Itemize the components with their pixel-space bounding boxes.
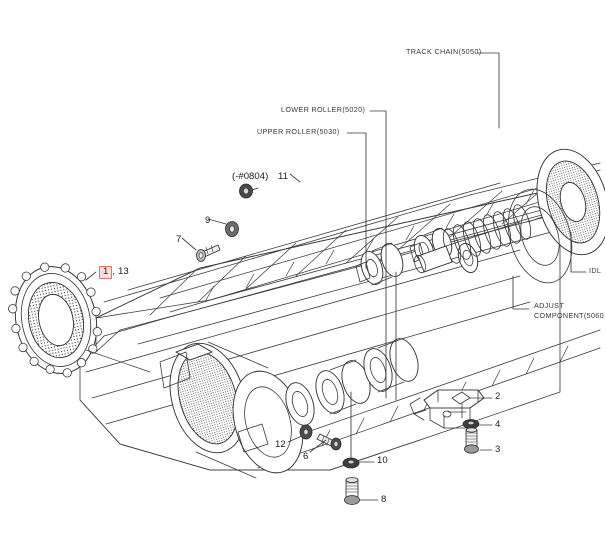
callout-6[interactable]: 6 xyxy=(303,451,309,462)
highlighted-part-number: 1 xyxy=(99,266,113,279)
callout-10[interactable]: 10 xyxy=(377,455,388,466)
fastener-9 xyxy=(225,221,239,237)
fastener-10 xyxy=(342,457,360,469)
label-upper-roller: UPPER ROLLER(5030) xyxy=(257,127,340,136)
callout-8[interactable]: 8 xyxy=(381,494,387,505)
track-frame-body xyxy=(79,162,601,471)
label-lower-roller: LOWER ROLLER(5020) xyxy=(281,105,366,114)
drive-sprocket xyxy=(8,262,151,378)
callout-11[interactable]: 11 xyxy=(278,171,288,182)
fastener-4 xyxy=(462,419,480,429)
rear-idler-wheel xyxy=(507,148,605,284)
callout-3[interactable]: 3 xyxy=(495,444,501,455)
fastener-6 xyxy=(316,433,342,451)
label-track-chain: TRACK CHAIN(5050) xyxy=(406,47,482,56)
label-adjust-component-line1: ADJUST xyxy=(534,301,565,310)
callout-7[interactable]: 7 xyxy=(176,234,182,245)
front-idler-wheel xyxy=(159,341,304,479)
callout-12[interactable]: 12 xyxy=(275,439,286,450)
callout-9[interactable]: 9 xyxy=(205,215,211,226)
fastener-3 xyxy=(464,427,479,454)
fastener-12 xyxy=(299,424,313,440)
lower-rollers xyxy=(285,337,419,426)
part-number-note: (-#0804) xyxy=(232,171,269,182)
callout-2[interactable]: 2 xyxy=(495,391,501,402)
label-adjust-component-line2: COMPONENT(5060 xyxy=(534,311,605,320)
callout-sprocket-rest: 13 xyxy=(118,266,129,277)
label-idler: IDL xyxy=(589,266,602,275)
callout-separator: , xyxy=(112,266,116,277)
callout-sprocket-highlighted[interactable]: 1,13 xyxy=(99,266,129,279)
leader-lines xyxy=(85,52,587,501)
fastener-11 xyxy=(239,183,259,199)
recoil-spring-assembly xyxy=(414,204,557,274)
callout-4[interactable]: 4 xyxy=(495,419,501,430)
fastener-7 xyxy=(196,244,221,262)
fastener-8 xyxy=(344,477,360,505)
